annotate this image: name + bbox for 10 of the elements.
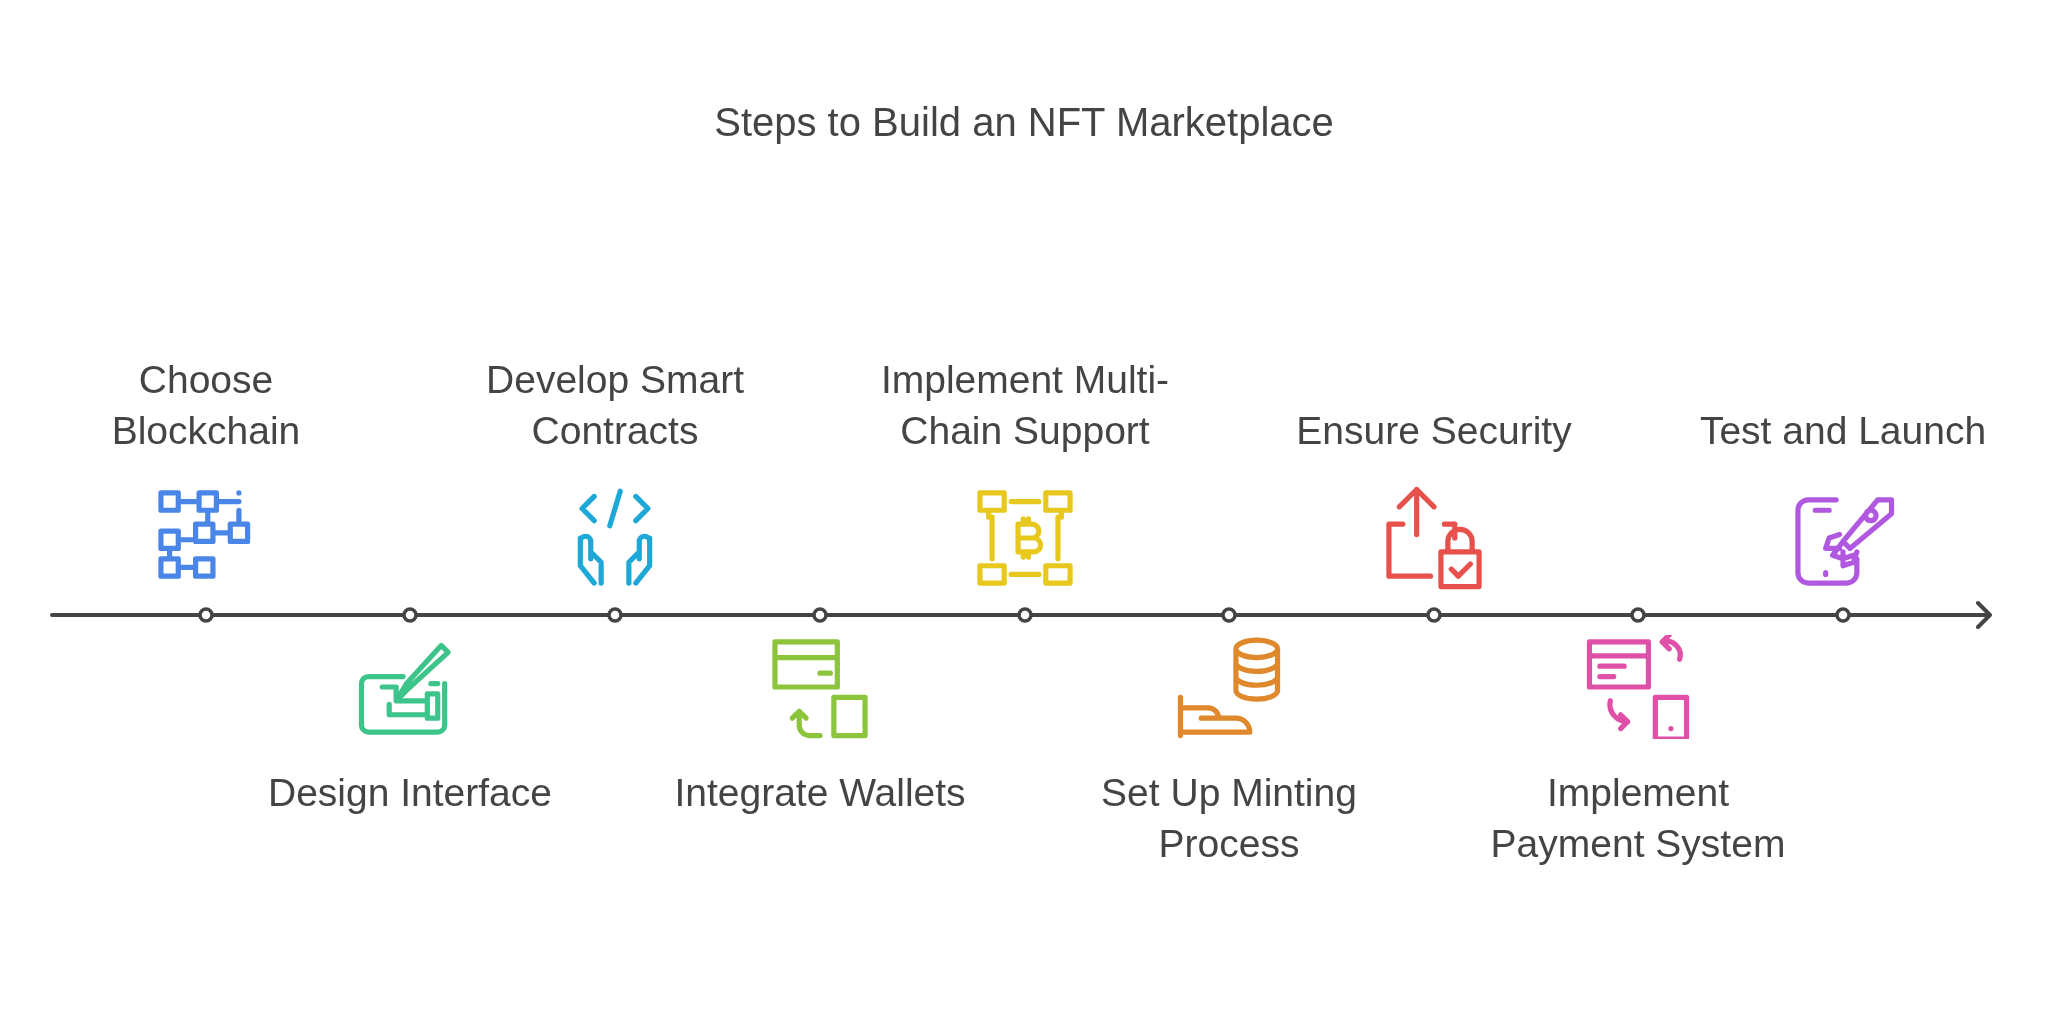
- step-label: Ensure Security: [1296, 408, 1572, 454]
- step-label: Implement Multi-Chain Support: [879, 357, 1171, 454]
- step-label: Design Interface: [268, 770, 552, 816]
- diagram-title: Steps to Build an NFT Marketplace: [714, 100, 1334, 145]
- step-label: Integrate Wallets: [674, 770, 966, 816]
- step-label: Test and Launch: [1699, 408, 1987, 454]
- step-label: Implement Payment System: [1489, 770, 1787, 867]
- step-label: Set Up Minting Process: [1100, 770, 1358, 867]
- step-label: Develop Smart Contracts: [485, 357, 745, 454]
- step-label: Choose Blockchain: [110, 357, 302, 454]
